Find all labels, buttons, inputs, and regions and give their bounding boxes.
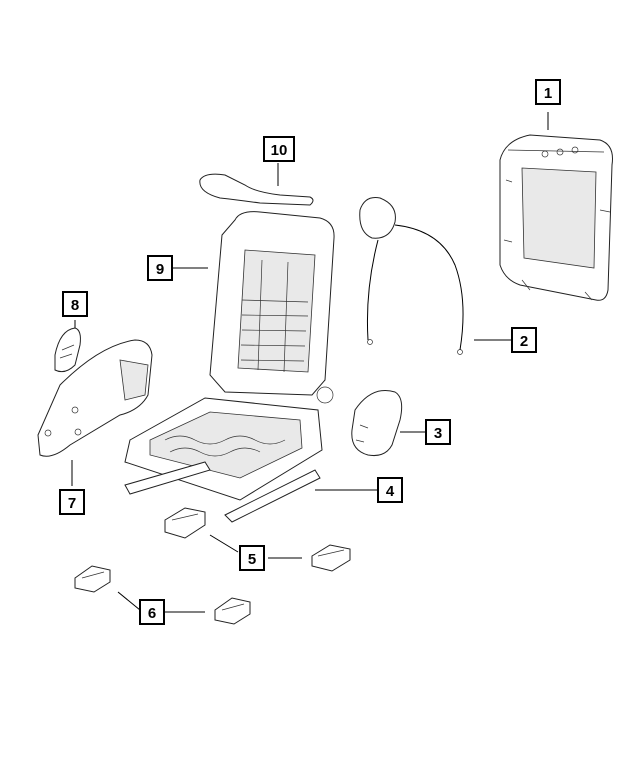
callout-3: 3 [425,419,451,445]
cable-harness-part [359,197,464,355]
leader-lines [71,112,549,613]
callout-10: 10 [263,136,295,162]
callout-7-label: 7 [68,495,76,512]
callout-5: 5 [239,545,265,571]
foot-cover-part-b [214,597,251,625]
callout-6-label: 6 [148,605,156,622]
callout-8-label: 8 [71,297,79,314]
foot-cover-part-a [74,565,111,593]
callout-6: 6 [139,599,165,625]
callout-3-label: 3 [434,425,442,442]
callout-4-label: 4 [386,483,395,500]
callout-5-label: 5 [248,551,256,568]
seat-back-frame-part [209,211,335,404]
callout-9: 9 [147,255,173,281]
callout-8: 8 [62,291,88,317]
slide-cover-part-a [164,507,206,539]
seat-side-trim-part [37,339,153,457]
side-shield-part [351,390,403,456]
seat-cushion-frame-part [124,397,323,523]
callout-1: 1 [535,79,561,105]
callout-10-label: 10 [271,142,288,159]
callout-2-label: 2 [520,333,528,350]
callout-1-label: 1 [544,85,552,102]
seat-back-panel-part [499,134,613,301]
slide-cover-part-b [311,544,351,572]
callout-4: 4 [377,477,403,503]
callout-2: 2 [511,327,537,353]
headrest-guide-part [199,173,314,206]
small-bezel-part [54,327,81,373]
callout-7: 7 [59,489,85,515]
callout-9-label: 9 [156,261,164,278]
